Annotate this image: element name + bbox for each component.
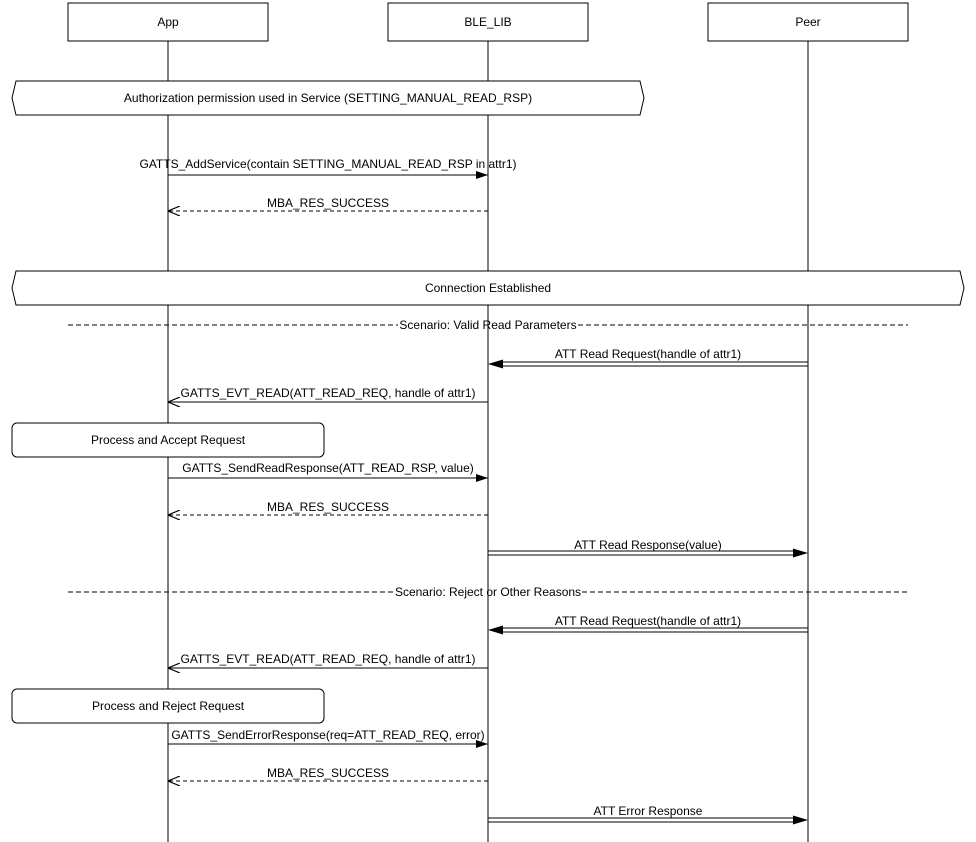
message-res-success-1: MBA_RES_SUCCESS: [168, 196, 488, 211]
message-add-service: GATTS_AddService(contain SETTING_MANUAL_…: [139, 157, 517, 179]
participant-peer-label: Peer: [795, 15, 820, 29]
message-send-error-response-label: GATTS_SendErrorResponse(req=ATT_READ_REQ…: [171, 728, 484, 742]
message-att-read-request-2-label: ATT Read Request(handle of attr1): [555, 614, 741, 628]
scenario-valid-divider: Scenario: Valid Read Parameters: [68, 318, 908, 332]
message-att-error-response-label: ATT Error Response: [594, 804, 703, 818]
reject-note-text: Process and Reject Request: [92, 699, 245, 713]
accept-note-text: Process and Accept Request: [91, 433, 246, 447]
authorization-note: Authorization permission used in Service…: [11, 80, 645, 116]
connection-note-text: Connection Established: [425, 281, 551, 295]
connection-note: Connection Established: [11, 270, 965, 306]
message-send-read-response-label: GATTS_SendReadResponse(ATT_READ_RSP, val…: [182, 461, 473, 475]
message-att-read-request-1: ATT Read Request(handle of attr1): [488, 347, 808, 369]
message-att-read-response: ATT Read Response(value): [488, 538, 808, 558]
message-add-service-label: GATTS_AddService(contain SETTING_MANUAL_…: [139, 157, 516, 171]
participant-ble-lib: BLE_LIB: [387, 2, 589, 42]
message-evt-read-1: GATTS_EVT_READ(ATT_READ_REQ, handle of a…: [168, 386, 488, 402]
accept-note: Process and Accept Request: [11, 422, 325, 458]
scenario-reject-divider: Scenario: Reject or Other Reasons: [68, 585, 908, 599]
participant-app-label: App: [157, 15, 179, 29]
participant-ble-lib-label: BLE_LIB: [464, 15, 511, 29]
message-att-read-request-1-label: ATT Read Request(handle of attr1): [555, 347, 741, 361]
message-att-read-request-2: ATT Read Request(handle of attr1): [488, 614, 808, 635]
message-send-read-response: GATTS_SendReadResponse(ATT_READ_RSP, val…: [168, 461, 488, 482]
message-res-success-3-label: MBA_RES_SUCCESS: [267, 766, 389, 780]
scenario-reject-label: Scenario: Reject or Other Reasons: [395, 585, 581, 599]
message-res-success-1-label: MBA_RES_SUCCESS: [267, 196, 389, 210]
participant-peer: Peer: [707, 2, 909, 42]
reject-note: Process and Reject Request: [11, 688, 325, 724]
message-send-error-response: GATTS_SendErrorResponse(req=ATT_READ_REQ…: [168, 728, 488, 748]
authorization-note-text: Authorization permission used in Service…: [124, 91, 532, 105]
scenario-valid-label: Scenario: Valid Read Parameters: [399, 318, 576, 332]
message-evt-read-1-label: GATTS_EVT_READ(ATT_READ_REQ, handle of a…: [181, 386, 476, 400]
message-res-success-3: MBA_RES_SUCCESS: [168, 766, 488, 781]
message-res-success-2: MBA_RES_SUCCESS: [168, 500, 488, 515]
participant-app: App: [67, 2, 269, 42]
message-att-read-response-label: ATT Read Response(value): [574, 538, 722, 552]
message-evt-read-2-label: GATTS_EVT_READ(ATT_READ_REQ, handle of a…: [181, 652, 476, 666]
message-att-error-response: ATT Error Response: [488, 804, 808, 825]
message-evt-read-2: GATTS_EVT_READ(ATT_READ_REQ, handle of a…: [168, 652, 488, 668]
message-res-success-2-label: MBA_RES_SUCCESS: [267, 500, 389, 514]
